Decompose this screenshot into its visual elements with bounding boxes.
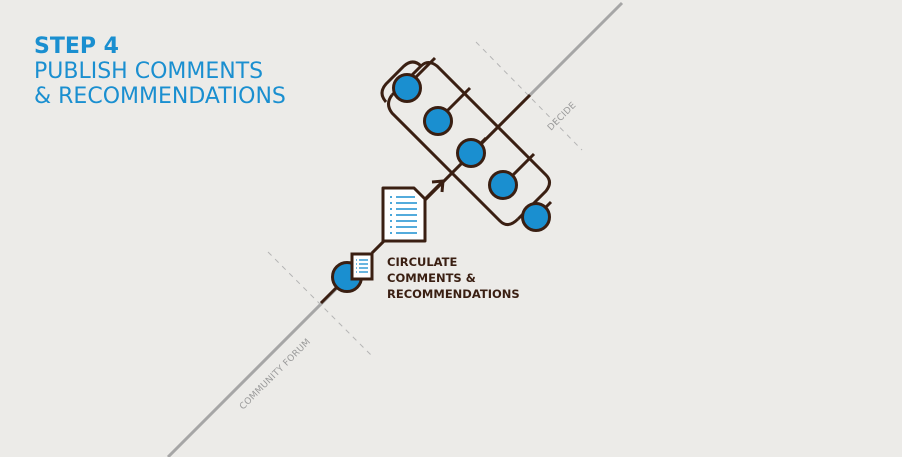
document-icon [350, 252, 374, 281]
caption-line-1: CIRCULATE [387, 255, 458, 269]
step-caption: CIRCULATE COMMENTS & RECOMMENDATIONS [387, 254, 520, 302]
step-number: STEP 4 [34, 34, 119, 59]
community-forum-separator [267, 251, 375, 359]
caption-line-2: COMMENTS & [387, 271, 476, 286]
caption-line-3: RECOMMENDATIONS [387, 287, 520, 302]
member-circle-icon [392, 73, 422, 103]
member-circle-icon [521, 202, 551, 232]
stage-label-decide: DECIDE [546, 101, 579, 134]
step-heading: STEP 4 PUBLISH COMMENTS & RECOMMENDATION… [34, 34, 286, 109]
document-icon [381, 186, 427, 243]
decision-group [380, 56, 553, 226]
member-circle-icon [456, 138, 486, 168]
step-title-line-1: PUBLISH COMMENTS [34, 59, 264, 85]
step-title-line-2: & RECOMMENDATIONS [34, 84, 286, 110]
member-circle-icon [488, 170, 518, 200]
member-circle-icon [423, 106, 453, 136]
